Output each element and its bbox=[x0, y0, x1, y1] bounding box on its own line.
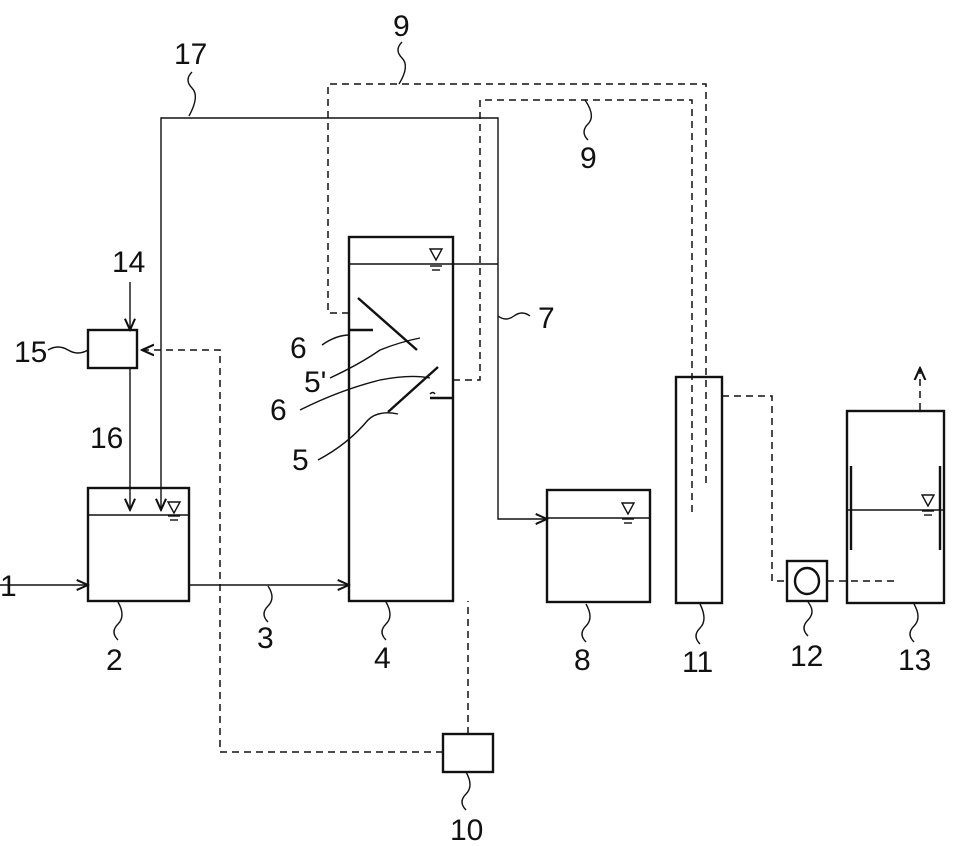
leader-9a bbox=[397, 41, 407, 85]
leader-5a bbox=[329, 337, 421, 379]
label-17: 17 bbox=[174, 38, 207, 71]
recycle-line-17 bbox=[161, 117, 499, 510]
label-2: 2 bbox=[106, 644, 123, 677]
label-7: 7 bbox=[538, 302, 555, 335]
leader-17 bbox=[187, 71, 197, 117]
unit-15 bbox=[86, 328, 139, 370]
reactor-4 bbox=[347, 235, 498, 603]
label-4: 4 bbox=[374, 642, 391, 675]
label-13: 13 bbox=[898, 644, 931, 677]
label-10: 10 bbox=[450, 814, 483, 846]
label-1: 1 bbox=[0, 570, 17, 603]
label-5-lower: 5 bbox=[292, 444, 309, 477]
leader-10 bbox=[461, 771, 471, 811]
signal-line-10-to-15 bbox=[142, 350, 443, 753]
leader-9b bbox=[583, 99, 593, 141]
label-15: 15 bbox=[14, 336, 47, 369]
label-6-upper: 6 bbox=[290, 332, 307, 365]
leader-11 bbox=[695, 603, 705, 645]
line-11-to-12 bbox=[722, 395, 787, 582]
leader-2 bbox=[113, 601, 123, 641]
baffle-lower bbox=[387, 366, 453, 413]
leader-7 bbox=[497, 312, 531, 320]
tank-2 bbox=[86, 486, 191, 603]
leader-4 bbox=[381, 601, 391, 641]
column-11 bbox=[674, 375, 724, 605]
leader-13 bbox=[909, 603, 919, 643]
label-16: 16 bbox=[90, 422, 123, 455]
tank-8 bbox=[545, 488, 652, 604]
leader-8 bbox=[581, 603, 591, 643]
leader-6a bbox=[321, 334, 351, 346]
outflow-line-7 bbox=[497, 264, 547, 519]
signal-line-9-outer bbox=[327, 83, 707, 485]
leader-12 bbox=[803, 601, 813, 637]
leader-6b bbox=[299, 375, 431, 411]
leader-5b bbox=[317, 412, 399, 461]
label-9-right: 9 bbox=[580, 142, 597, 175]
label-6-lower: 6 bbox=[270, 394, 287, 427]
label-14: 14 bbox=[112, 246, 145, 279]
baffle-upper bbox=[349, 297, 418, 351]
leader-15 bbox=[47, 346, 89, 354]
label-5-prime: 5' bbox=[304, 366, 326, 399]
label-9-top: 9 bbox=[393, 10, 410, 43]
leader-3 bbox=[263, 585, 273, 623]
vessel-13 bbox=[845, 409, 946, 605]
pump-12 bbox=[785, 559, 829, 603]
signal-line-9-inner bbox=[453, 99, 693, 515]
label-3: 3 bbox=[257, 622, 274, 655]
label-11: 11 bbox=[682, 646, 713, 679]
label-8: 8 bbox=[574, 644, 591, 677]
label-12: 12 bbox=[790, 640, 823, 673]
controller-10 bbox=[441, 732, 495, 774]
